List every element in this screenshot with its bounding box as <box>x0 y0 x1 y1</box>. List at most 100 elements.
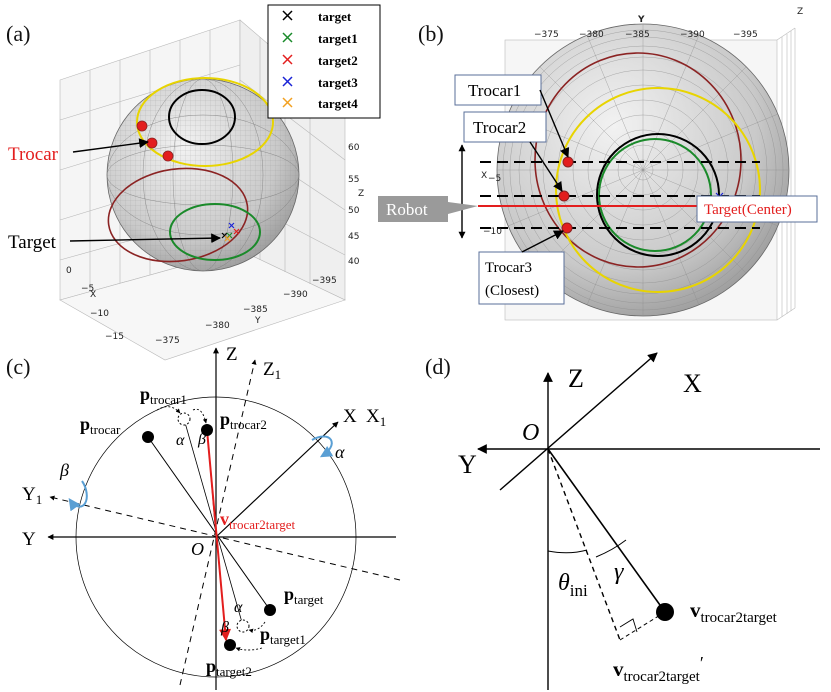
svg-text:Z: Z <box>358 189 364 199</box>
p-trocar2-point <box>201 424 213 436</box>
z-axis-a: 60 55 50 45 40 Z <box>348 143 364 267</box>
origin-label-d: O <box>522 420 539 446</box>
v-trocar2target-label: vtrocar2target <box>220 509 296 532</box>
x-tick-a-b: −5 <box>488 174 501 184</box>
y-axis-a: −375 −380 −385 −390 −395 Y <box>155 276 337 346</box>
svg-text:−385: −385 <box>243 305 268 315</box>
svg-text:−395: −395 <box>312 276 337 286</box>
x-tick-b-b: −10 <box>483 227 502 237</box>
panel-a: (a) <box>6 4 381 361</box>
legend-item-target3: target3 <box>282 75 358 90</box>
trocar-point-3 <box>162 150 174 162</box>
panel-b: (b) <box>378 7 818 321</box>
sphere-a <box>106 77 300 272</box>
legend-item-target1: target1 <box>282 31 358 46</box>
x-axis-c <box>215 421 339 538</box>
svg-text:50: 50 <box>348 206 360 216</box>
y-label-d: Y <box>458 450 477 479</box>
legend: target target1 target2 target3 target4 <box>267 4 381 119</box>
trocar2-callout: Trocar2 <box>463 111 563 192</box>
beta-label-upper: β <box>197 431 206 448</box>
arrow-trocar-to-trocar1 <box>156 406 181 414</box>
svg-text:55: 55 <box>348 175 359 185</box>
z-label-c: Z <box>226 344 238 365</box>
svg-text:Y: Y <box>254 316 261 326</box>
circle-darkred-a <box>107 167 249 263</box>
x-axis-label-b: X <box>481 171 487 181</box>
z1-label-c: Z1 <box>263 359 281 382</box>
arrow-trocar1-to-trocar2 <box>192 408 208 424</box>
svg-text:−390: −390 <box>283 290 308 300</box>
alpha-rotation-icon <box>311 435 334 458</box>
svg-text:Trocar1: Trocar1 <box>468 81 521 100</box>
trocar3-callout: Trocar3 (Closest) <box>478 230 565 305</box>
panel-label-b: (b) <box>418 21 444 46</box>
dashed-levels-b <box>480 161 760 229</box>
v-trocar2target-prime-label: vtrocar2target′ <box>613 653 704 685</box>
v-trocar2target-projection <box>547 448 621 641</box>
alpha-label-upper: α <box>176 432 185 449</box>
right-angle-mark <box>619 618 638 633</box>
trocar-point-1 <box>136 120 148 132</box>
svg-text:target2: target2 <box>318 53 358 68</box>
trocar3-point-b <box>561 222 573 234</box>
svg-text:X: X <box>90 290 96 300</box>
svg-text:45: 45 <box>348 232 359 242</box>
y-axis-b: Y −375 −380 −385 −390 −395 Z <box>534 7 803 40</box>
z-axis-label-b: Z <box>797 7 803 17</box>
svg-text:Trocar3: Trocar3 <box>485 260 532 276</box>
svg-text:−10: −10 <box>90 309 109 319</box>
trocar-label-a: Trocar <box>8 144 59 165</box>
z1-axis-c <box>179 359 257 686</box>
x1-label-c: X1 <box>366 406 386 429</box>
p-target-point <box>264 604 276 616</box>
svg-text:target4: target4 <box>318 96 358 111</box>
p-target-label: ptarget <box>284 584 324 607</box>
origin-label-c: O <box>191 539 204 559</box>
line-trocar-target <box>147 436 271 611</box>
line-trocar1-target1 <box>183 418 244 627</box>
gamma-arc <box>595 539 627 558</box>
p-trocar2-label: ptrocar2 <box>220 409 267 432</box>
x-axis-a: 0 −5 −10 −15 X <box>66 266 124 342</box>
svg-text:0: 0 <box>66 266 72 276</box>
z-label-d: Z <box>568 364 584 393</box>
svg-text:−385: −385 <box>625 30 650 40</box>
trocar-point-2 <box>146 137 158 149</box>
svg-text:−380: −380 <box>579 30 604 40</box>
panel-label-c: (c) <box>6 354 30 379</box>
v-trocar2target-point-d <box>656 603 674 621</box>
svg-text:target3: target3 <box>318 75 358 90</box>
svg-text:target1: target1 <box>318 31 358 46</box>
svg-text:−390: −390 <box>680 30 705 40</box>
arrow-target-to-target1 <box>248 621 266 634</box>
target-label-a: Target <box>8 232 57 253</box>
panel-c: (c) Z Z1 X X1 Y Y1 O <box>6 344 401 690</box>
beta-label-lower: β <box>220 619 229 636</box>
v-trocar2target-label-d: vtrocar2target <box>690 598 778 626</box>
circle-black-a <box>168 89 236 145</box>
beta-label-rot: β <box>59 460 69 480</box>
gamma-label: γ <box>614 559 624 585</box>
svg-text:−380: −380 <box>205 321 230 331</box>
legend-item-target: target <box>282 9 352 24</box>
svg-text:Target(Center): Target(Center) <box>704 202 792 218</box>
svg-text:(Closest): (Closest) <box>485 283 539 299</box>
theta-ini-label: θini <box>558 570 588 600</box>
svg-text:target: target <box>318 9 352 24</box>
svg-text:Y: Y <box>637 15 645 25</box>
trocar1-callout: Trocar1 <box>454 74 570 158</box>
target-crosses-a <box>221 222 240 242</box>
panel-d: (d) Z X Y O θini γ vtrocar2target vtroca… <box>425 352 820 690</box>
svg-text:60: 60 <box>348 143 360 153</box>
v-trocar2target-arrow <box>206 429 232 642</box>
alpha-label-rot: α <box>335 442 345 462</box>
p-trocar1-point <box>177 412 191 426</box>
target-arrow-a <box>69 233 221 244</box>
svg-text:−5: −5 <box>81 284 94 294</box>
panel-label-d: (d) <box>425 354 451 379</box>
target-center-callout: Target(Center) <box>696 195 818 223</box>
x-axis-d <box>499 352 658 491</box>
p-trocar-point <box>142 431 154 443</box>
